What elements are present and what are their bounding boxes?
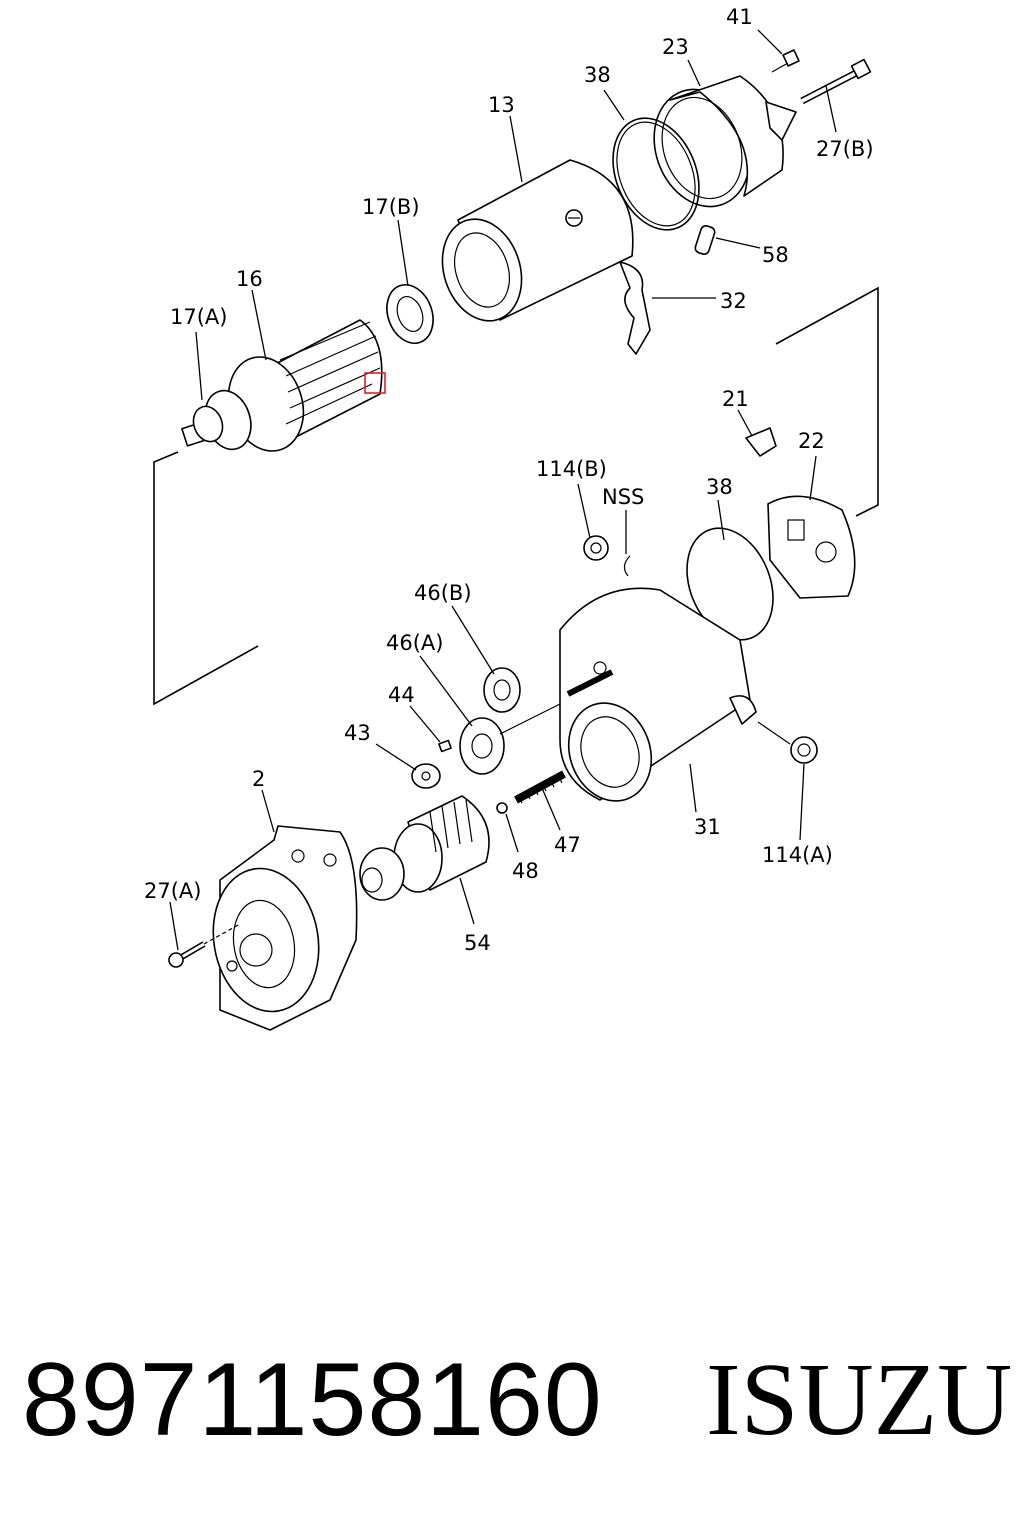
- callout-27b: 27(B): [816, 137, 874, 161]
- ball-48: [496, 802, 508, 814]
- callout-17a: 17(A): [170, 305, 227, 329]
- bracket-32: [619, 261, 651, 355]
- brush-holder-22: [767, 495, 856, 599]
- pinion-clutch-54: [359, 795, 490, 901]
- bearing-17a: [192, 405, 224, 443]
- nut-114a: [757, 721, 818, 764]
- sleeve-58: [694, 225, 716, 255]
- callout-2: 2: [252, 767, 265, 791]
- clip-nss: [623, 555, 631, 577]
- callout-23: 23: [662, 35, 689, 59]
- pin-44: [438, 739, 452, 753]
- callout-114a: 114(A): [762, 843, 833, 867]
- callout-48: 48: [512, 859, 539, 883]
- callout-13: 13: [488, 93, 515, 117]
- nut-114b: [583, 535, 609, 561]
- callout-16: 16: [236, 267, 263, 291]
- o-ring-38-upper: [612, 117, 700, 231]
- callout-38-lower: 38: [706, 475, 733, 499]
- highlight-marker: [364, 372, 386, 394]
- washer-43: [411, 763, 441, 789]
- callout-46a: 46(A): [386, 631, 443, 655]
- clip-21: [745, 427, 777, 457]
- spring-47: [514, 770, 566, 804]
- callout-54: 54: [464, 931, 491, 955]
- end-cover-23: [653, 75, 797, 208]
- callout-31: 31: [694, 815, 721, 839]
- guide-frame-left: [153, 451, 259, 706]
- callout-114b: 114(B): [536, 457, 607, 481]
- drive-housing-2: [212, 825, 358, 1031]
- bolt-27b: [800, 58, 872, 105]
- callout-32: 32: [720, 289, 747, 313]
- callout-21: 21: [722, 387, 749, 411]
- callout-38-upper: 38: [584, 63, 611, 87]
- bearing-17b: [386, 284, 434, 344]
- brand-name: ISUZU: [706, 1342, 1013, 1457]
- housing-31: [559, 587, 757, 802]
- callout-44: 44: [388, 683, 415, 707]
- bolt-27a: [168, 923, 241, 968]
- callout-nss: NSS: [602, 485, 644, 509]
- callout-58: 58: [762, 243, 789, 267]
- callout-22: 22: [798, 429, 825, 453]
- callout-labels: 41 23 38 13 27(B) 17(B) 58 16 32 17(A) 2…: [144, 5, 874, 955]
- guide-frame-right: [775, 286, 879, 517]
- yoke-13: [441, 159, 634, 322]
- callout-17b: 17(B): [362, 195, 420, 219]
- callout-41: 41: [726, 5, 753, 29]
- part-number: 8971158160: [22, 1342, 603, 1458]
- screw-41: [771, 49, 800, 73]
- gear-46a: [459, 703, 561, 775]
- callout-46b: 46(B): [414, 581, 472, 605]
- leader-lines: [169, 29, 837, 951]
- o-ring-38-lower: [686, 527, 774, 641]
- callout-47: 47: [554, 833, 581, 857]
- callout-43: 43: [344, 721, 371, 745]
- gear-46b: [483, 667, 521, 713]
- callout-27a: 27(A): [144, 879, 201, 903]
